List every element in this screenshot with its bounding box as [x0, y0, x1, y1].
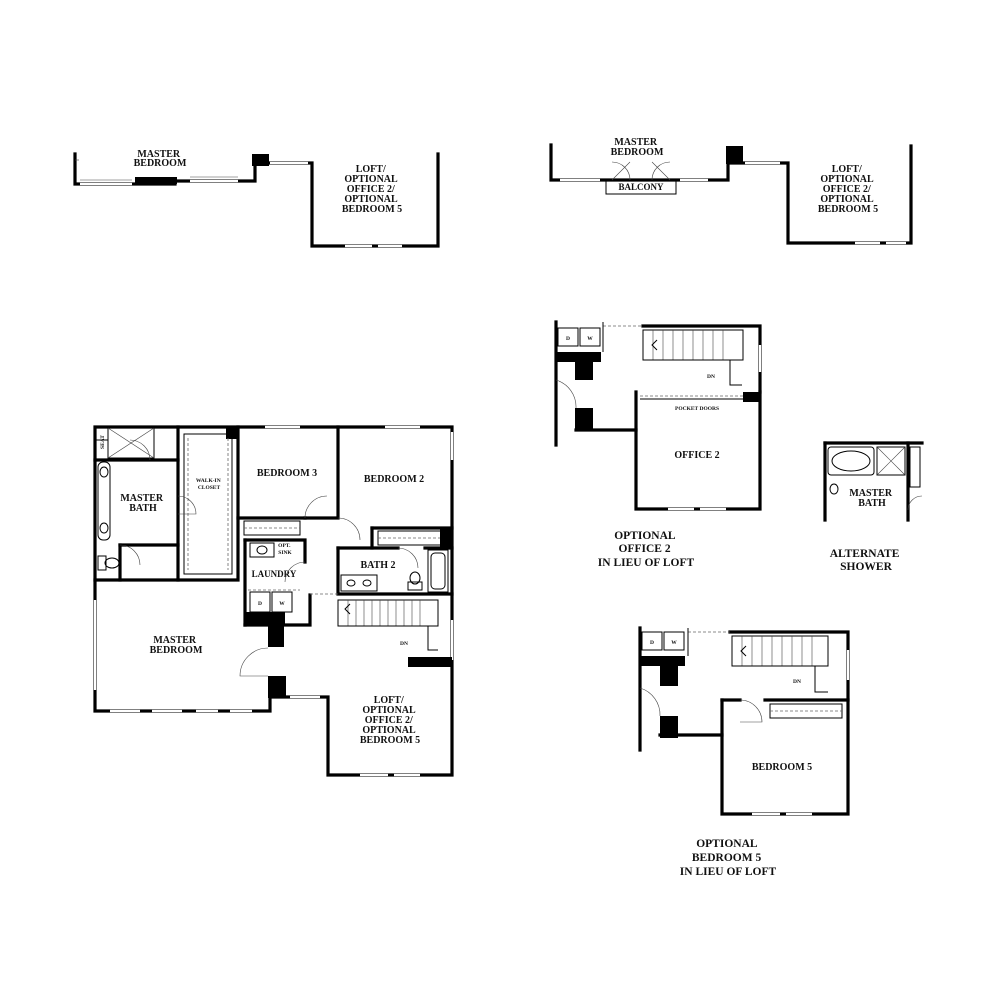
washer-label: W	[279, 601, 285, 607]
optional-bedroom-5-plan: D W DN BEDROOM 5 OPTIONAL BEDROOM 5 IN L…	[638, 626, 850, 878]
caption-alternate-shower: ALTERNATE SHOWER	[830, 548, 903, 573]
alternate-shower-plan: MASTER BATH ALTERNATE SHOWER	[823, 441, 924, 573]
down-label: DN	[707, 374, 715, 380]
down-label: DN	[400, 641, 408, 647]
room-label-master-bedroom: MASTER BEDROOM	[134, 149, 187, 169]
room-label-master-bedroom: MASTER BEDROOM	[611, 137, 664, 158]
down-label: DN	[793, 679, 801, 685]
seat-label: SEAT	[100, 435, 106, 449]
stair-treads	[347, 600, 421, 626]
room-label-loft: LOFT/ OPTIONAL OFFICE 2/ OPTIONAL BEDROO…	[342, 164, 402, 215]
caption-optional-bedroom-5: OPTIONAL BEDROOM 5 IN LIEU OF LOFT	[680, 838, 777, 878]
dryer-label: D	[258, 601, 262, 607]
pocket-doors-label: POCKET DOORS	[675, 406, 719, 412]
room-label-master-bath: MASTER BATH	[849, 488, 894, 509]
washer-label: W	[587, 336, 593, 342]
opt-sink-label: OPT. SINK	[278, 543, 292, 556]
room-label-laundry: LAUNDRY	[252, 569, 297, 579]
room-label-bedroom-3: BEDROOM 3	[257, 468, 317, 479]
room-label-bedroom-5: BEDROOM 5	[752, 762, 812, 773]
top-left-partial-plan: MASTER BEDROOM LOFT/ OPTIONAL OFFICE 2/ …	[73, 149, 440, 248]
balcony-label: BALCONY	[618, 182, 664, 192]
washer-label: W	[671, 640, 677, 646]
dryer-label: D	[566, 336, 570, 342]
room-label-office-2: OFFICE 2	[674, 450, 719, 461]
optional-office-2-plan: D W DN POCKET DOORS OFFICE 2 OPTIONAL OF…	[554, 320, 762, 569]
room-label-loft: LOFT/ OPTIONAL OFFICE 2/ OPTIONAL BEDROO…	[360, 695, 420, 746]
room-label-master-bath: MASTER BATH	[120, 493, 165, 514]
room-label-walk-in-closet: WALK-IN CLOSET	[196, 478, 222, 491]
room-label-loft: LOFT/ OPTIONAL OFFICE 2/ OPTIONAL BEDROO…	[818, 164, 878, 215]
caption-optional-office-2: OPTIONAL OFFICE 2 IN LIEU OF LOFT	[598, 530, 695, 569]
room-label-bath-2: BATH 2	[360, 560, 395, 571]
room-label-bedroom-2: BEDROOM 2	[364, 474, 424, 485]
top-right-partial-plan: BALCONY MASTER BEDROOM LOFT/ OPTIONAL OF…	[549, 137, 913, 245]
main-floor-plan: SEAT MASTER BATH WALK-IN CLOSET BEDROOM …	[93, 425, 454, 777]
room-label-master-bedroom: MASTER BEDROOM	[150, 635, 203, 656]
dryer-label: D	[650, 640, 654, 646]
